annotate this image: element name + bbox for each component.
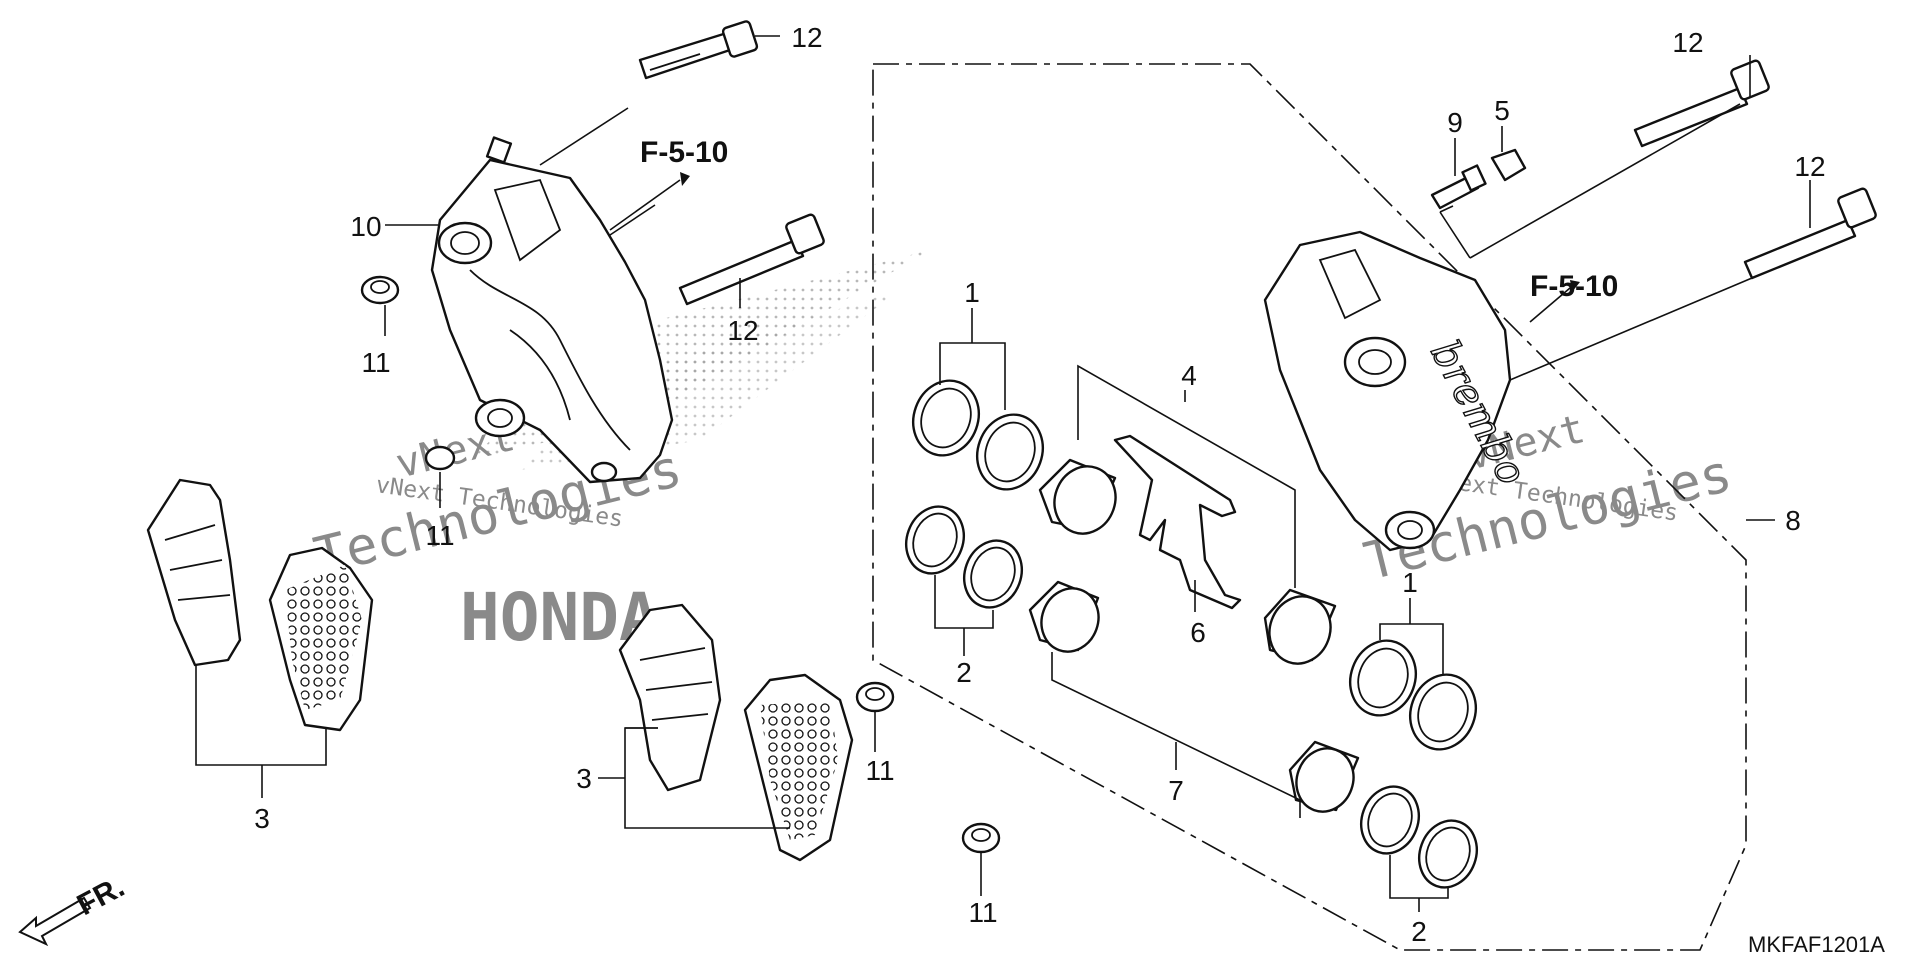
bleeder-cap-5	[1490, 148, 1527, 182]
bleeder-valve-9	[1430, 164, 1487, 210]
reference-arrow-left	[609, 172, 690, 231]
callout-8: 8	[1785, 505, 1801, 536]
dust-seal-2-left	[905, 505, 1023, 609]
collar-11-left	[360, 275, 400, 305]
callout-12: 12	[1672, 27, 1703, 58]
piston-seal-1-right	[1349, 639, 1477, 751]
assembly-boundary	[872, 63, 1747, 951]
dust-seal-2-right	[1360, 785, 1478, 889]
callout-10: 10	[350, 211, 381, 242]
brake-pad-3-left-b	[268, 546, 374, 732]
callout-11: 11	[865, 755, 894, 786]
piston-7	[1028, 458, 1360, 813]
bolt-12-right-mid	[1743, 187, 1877, 280]
reference-label-right: F-5-10	[1530, 270, 1618, 303]
callout-11: 11	[968, 897, 997, 928]
brake-pad-3-left-a	[146, 478, 242, 667]
collar-11-left-lower	[424, 445, 456, 471]
reference-arrow-right	[1529, 280, 1580, 323]
callout-9: 9	[1447, 107, 1463, 138]
callout-6: 6	[1190, 617, 1206, 648]
callout-2: 2	[956, 657, 972, 688]
callout-3: 3	[254, 803, 270, 834]
callout-11: 11	[425, 520, 454, 551]
front-direction-arrow	[18, 896, 92, 947]
callout-2: 2	[1411, 916, 1427, 947]
diagram-code: MKFAF1201A	[1748, 932, 1885, 957]
callout-11: 11	[361, 347, 390, 378]
callout-12: 12	[1794, 151, 1825, 182]
callout-12: 12	[727, 315, 758, 346]
callout-4: 4	[1181, 360, 1197, 391]
reference-label-left: F-5-10	[640, 136, 728, 169]
bolt-12-left-mid	[678, 213, 825, 306]
callout-5: 5	[1494, 95, 1510, 126]
callout-1: 1	[964, 277, 980, 308]
callout-12: 12	[791, 22, 822, 53]
callout-1: 1	[1402, 567, 1418, 598]
brake-pad-3-center-a	[618, 603, 722, 792]
brake-pad-3-center-b	[743, 673, 854, 862]
leader-lines	[195, 35, 1811, 912]
bolt-12-left-top	[638, 20, 759, 80]
pad-spring-4	[1113, 434, 1242, 610]
callout-7: 7	[1168, 775, 1184, 806]
left-caliper	[430, 136, 674, 484]
collar-11-center	[855, 681, 895, 713]
bolt-12-right-top	[1633, 59, 1770, 148]
piston-seal-1-left	[912, 379, 1044, 491]
callout-3: 3	[576, 763, 592, 794]
